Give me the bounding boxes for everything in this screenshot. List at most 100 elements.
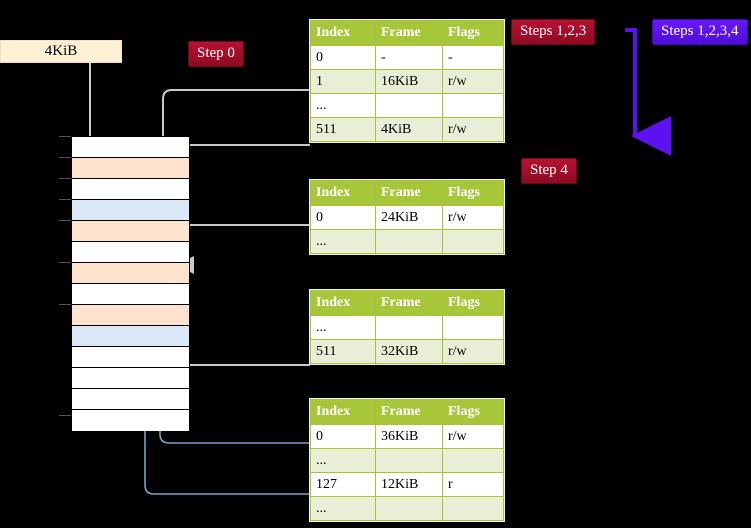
table-cell: ... — [310, 229, 376, 254]
column-header-frame: Frame — [375, 180, 443, 206]
table-cell: 4KiB — [375, 117, 443, 142]
table-cell: ... — [310, 93, 376, 118]
table-cell: 16KiB — [375, 69, 443, 94]
memory-frame-row — [72, 410, 189, 431]
table-cell: 12KiB — [375, 472, 443, 497]
table-cell: 0 — [310, 424, 376, 449]
table-cell: r — [442, 472, 504, 497]
table-row[interactable]: ... — [310, 93, 504, 118]
table-row[interactable]: 0-- — [310, 45, 504, 70]
badge-steps-1234[interactable]: Steps 1,2,3,4 — [652, 19, 748, 45]
table-row[interactable]: ... — [310, 315, 504, 340]
badge-step-4-label: Step 4 — [530, 162, 568, 178]
bracket-arrow-steps-1234 — [625, 28, 671, 156]
memory-tick — [59, 178, 71, 179]
wire-t4-row127-to-memory — [132, 324, 310, 495]
memory-frame-row — [72, 305, 189, 326]
physical-memory-column — [71, 136, 190, 431]
column-header-flags: Flags — [442, 290, 504, 316]
table-cell — [442, 229, 504, 254]
column-header-flags: Flags — [442, 180, 504, 206]
table-cell — [442, 93, 504, 118]
memory-tick — [59, 199, 71, 200]
memory-frame-row — [72, 200, 189, 221]
wire-t1-row1-to-memory — [161, 89, 310, 169]
column-header-frame: Frame — [375, 290, 443, 316]
table-cell: ... — [310, 496, 376, 521]
column-header-flags: Flags — [442, 20, 504, 46]
table-cell: - — [442, 45, 504, 70]
table-cell: r/w — [442, 339, 504, 364]
badge-steps-123-label: Steps 1,2,3 — [520, 23, 587, 39]
table-cell: 32KiB — [375, 339, 443, 364]
memory-frame-row — [72, 326, 189, 347]
wire-t4-row0-to-memory — [147, 197, 310, 444]
badge-step-0-label: Step 0 — [197, 45, 235, 61]
column-header-frame: Frame — [375, 20, 443, 46]
column-header-index: Index — [310, 20, 376, 46]
table-cell: 24KiB — [375, 205, 443, 230]
memory-frame-row — [72, 368, 189, 389]
memory-tick — [59, 415, 71, 416]
memory-tick — [59, 157, 71, 158]
table-cell: 1 — [310, 69, 376, 94]
table-cell — [375, 448, 443, 473]
memory-frame-row — [72, 158, 189, 179]
column-header-frame: Frame — [375, 399, 443, 425]
table-cell: 0 — [310, 45, 376, 70]
table-cell: ... — [310, 315, 376, 340]
wire-t2-row0-to-memory — [176, 224, 310, 274]
table-cell — [442, 315, 504, 340]
badge-step-0[interactable]: Step 0 — [188, 41, 244, 67]
memory-tick — [59, 304, 71, 305]
column-header-index: Index — [310, 290, 376, 316]
size-label-text: 4KiB — [44, 43, 78, 59]
memory-frame-row — [72, 221, 189, 242]
memory-frame-row — [72, 263, 189, 284]
memory-tick — [59, 262, 71, 263]
table-cell: ... — [310, 448, 376, 473]
badge-steps-123[interactable]: Steps 1,2,3 — [511, 19, 596, 45]
table-cell: 511 — [310, 117, 376, 142]
table-cell — [375, 93, 443, 118]
badge-steps-1234-label: Steps 1,2,3,4 — [661, 23, 739, 39]
table-cell: r/w — [442, 424, 504, 449]
table-cell: 0 — [310, 205, 376, 230]
table-row[interactable]: ... — [310, 496, 504, 521]
badge-step-4[interactable]: Step 4 — [521, 158, 577, 184]
column-header-index: Index — [310, 180, 376, 206]
wire-t1-row511-to-memory — [180, 144, 310, 155]
size-label-4kib: 4KiB — [0, 40, 122, 63]
table-cell: r/w — [442, 69, 504, 94]
column-header-index: Index — [310, 399, 376, 425]
memory-frame-row — [72, 389, 189, 410]
table-cell: r/w — [442, 205, 504, 230]
table-cell — [375, 496, 443, 521]
wire-t3-row511-to-memory — [162, 306, 310, 366]
table-cell: 511 — [310, 339, 376, 364]
table-cell — [375, 315, 443, 340]
memory-tick — [59, 220, 71, 221]
memory-frame-row — [72, 242, 189, 263]
memory-frame-row — [72, 347, 189, 368]
memory-frame-row — [72, 179, 189, 200]
table-cell: 36KiB — [375, 424, 443, 449]
table-row[interactable]: ... — [310, 448, 504, 473]
table-cell — [442, 496, 504, 521]
table-row[interactable]: ... — [310, 229, 504, 254]
memory-frame-row — [72, 284, 189, 305]
table-cell: - — [375, 45, 443, 70]
